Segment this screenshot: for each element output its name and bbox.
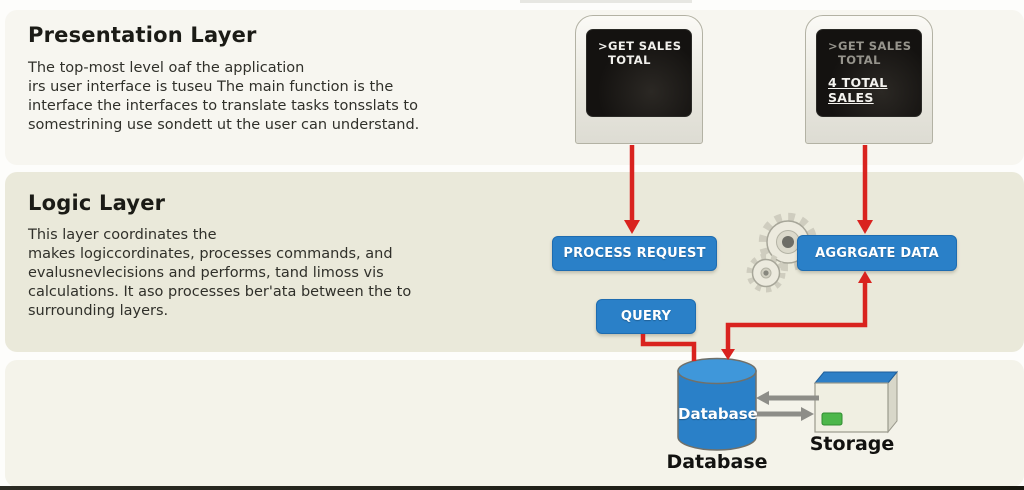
query-node: QUERY <box>596 299 696 334</box>
storage-caption: Storage <box>809 433 895 455</box>
logic-layer-description: This layer coordinates the makes logicco… <box>28 227 412 319</box>
terminal-request: >GET SALES TOTAL <box>575 15 703 144</box>
database-cylinder-label: Database <box>678 405 758 423</box>
aggregate-data-node: AGGRGATE DATA <box>797 235 957 271</box>
presentation-layer-title: Presentation Layer <box>28 23 257 47</box>
process-request-node: PROCESS REQUEST <box>552 236 717 271</box>
terminal-prompt-line: >GET SALES <box>598 39 682 53</box>
database-caption: Database <box>666 451 768 473</box>
terminal-result: >GET SALES TOTAL 4 TOTAL SALES <box>805 15 933 144</box>
terminal-request-screen: >GET SALES TOTAL <box>586 29 692 117</box>
presentation-layer-description: The top-most level oaf the application i… <box>28 60 420 133</box>
logic-layer-title: Logic Layer <box>28 191 166 215</box>
terminal-result-screen: >GET SALES TOTAL 4 TOTAL SALES <box>816 29 922 117</box>
terminal-prompt-line: TOTAL <box>608 53 651 67</box>
data-layer-band <box>5 360 1024 487</box>
terminal-prompt-line: >GET SALES <box>828 39 912 53</box>
bottom-edge-bar <box>0 486 1024 490</box>
terminal-prompt-line: TOTAL <box>838 53 881 67</box>
terminal-result-text: 4 TOTAL SALES <box>828 75 888 105</box>
top-edge-artifact <box>520 0 692 3</box>
